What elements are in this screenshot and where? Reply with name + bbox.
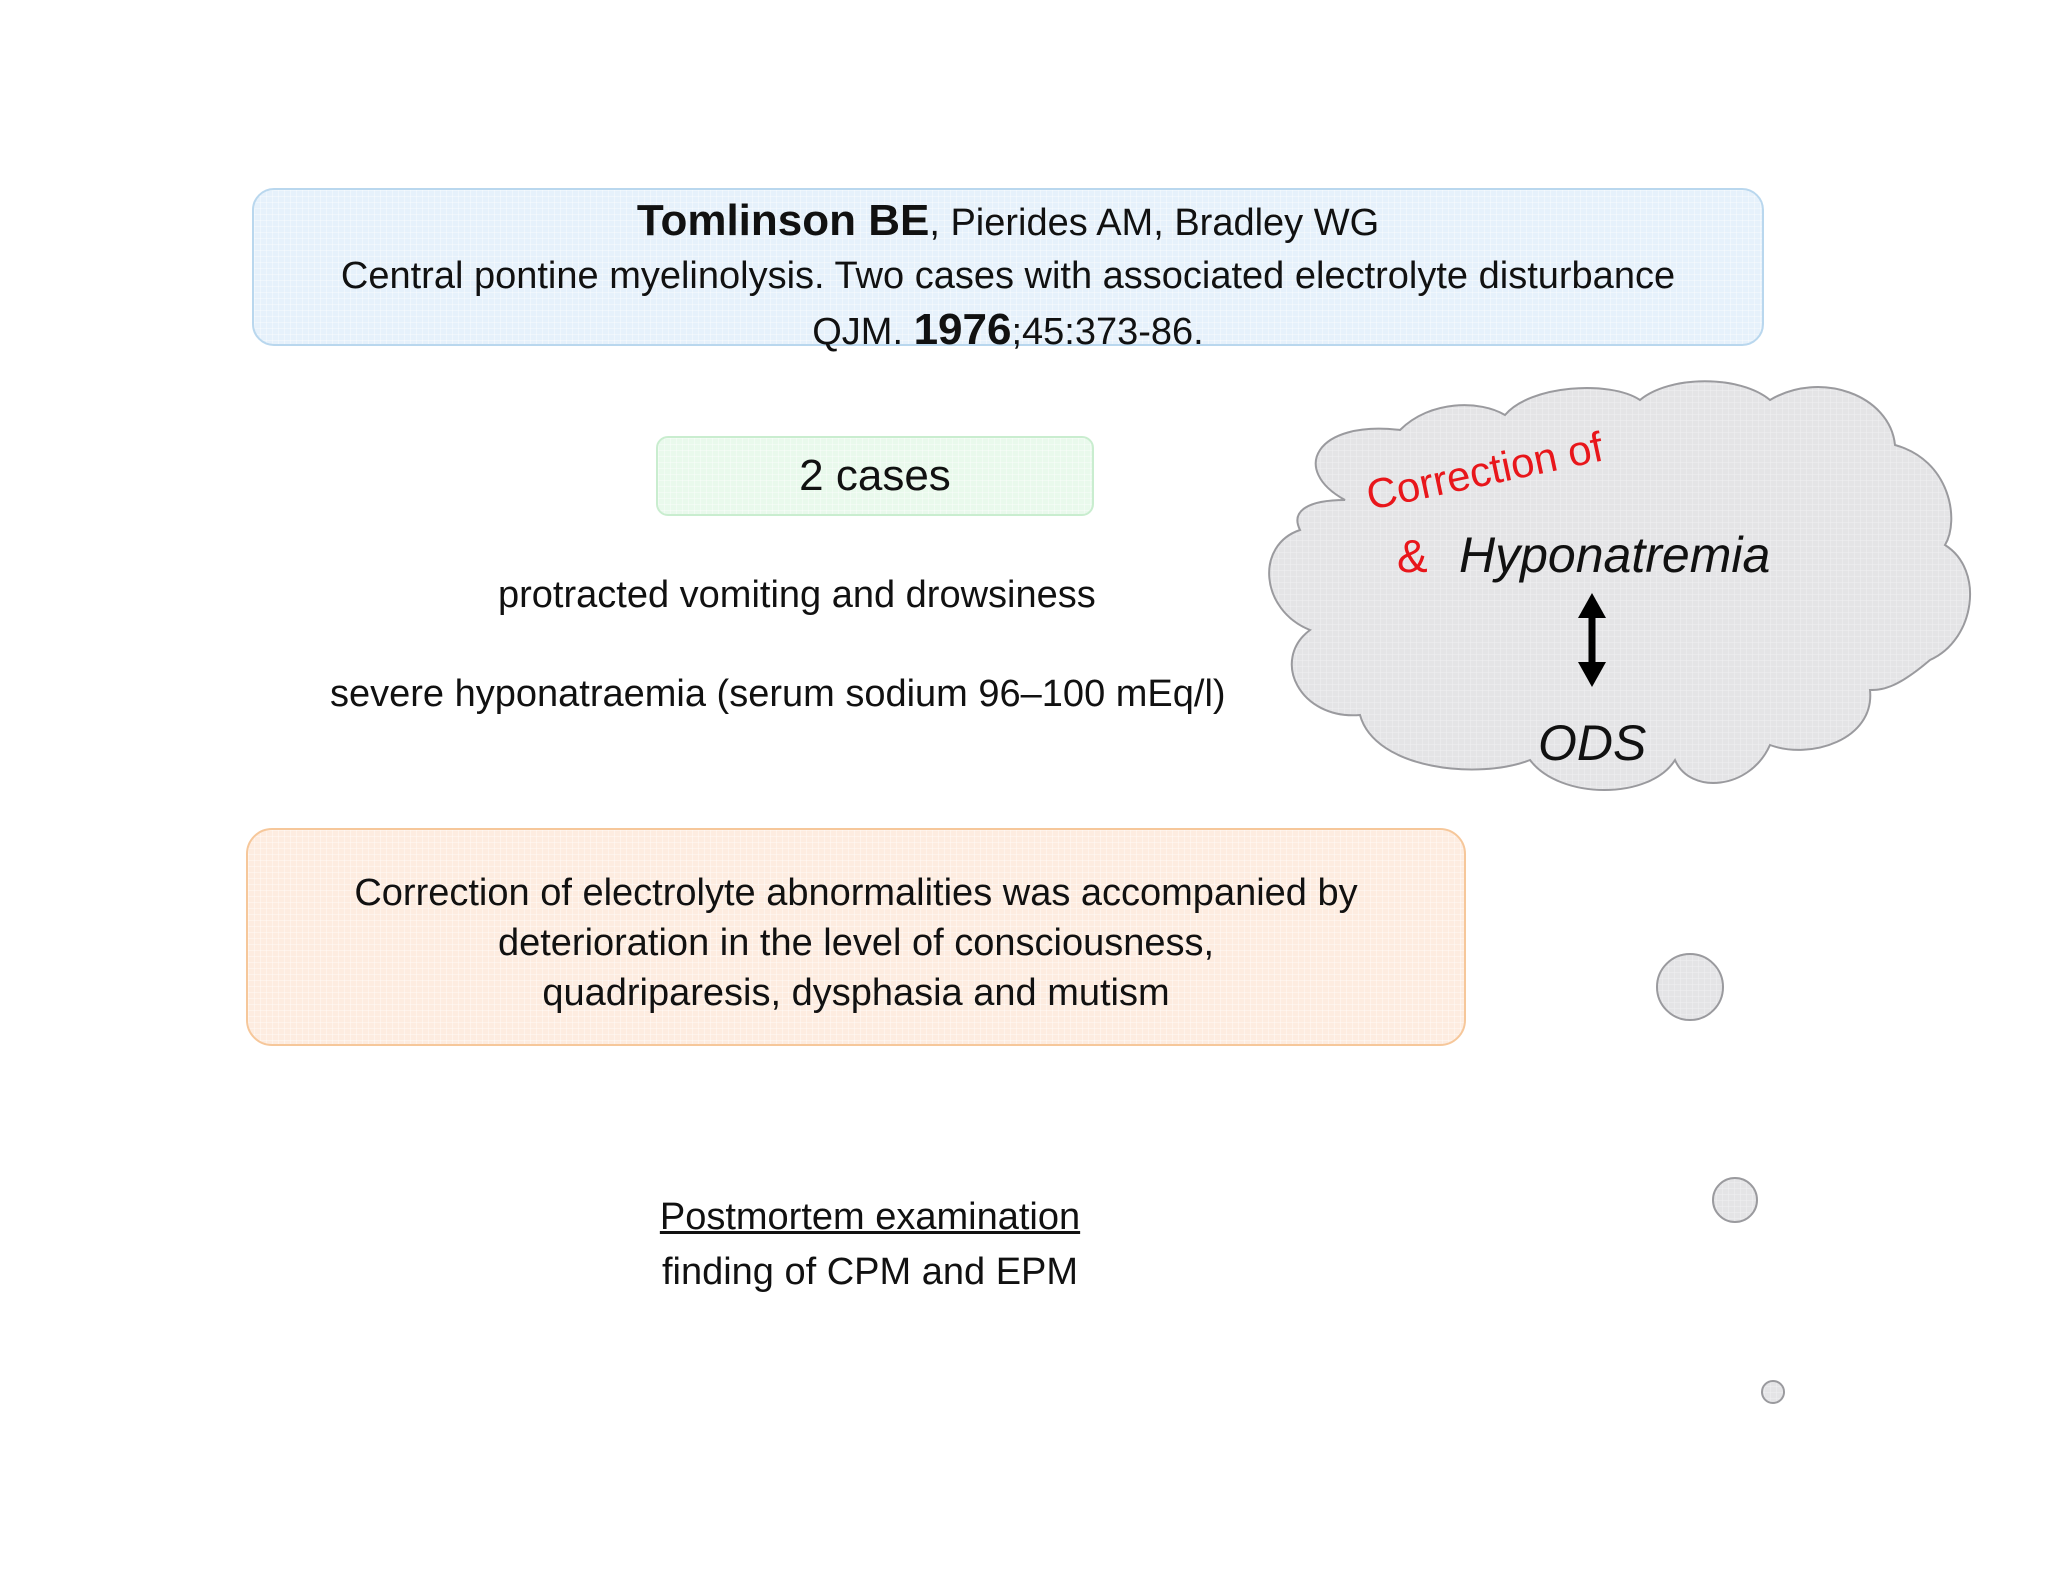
correction-line-1: Correction of electrolyte abnormalities … bbox=[354, 872, 1358, 914]
finding-hyponatraemia: severe hyponatraemia (serum sodium 96–10… bbox=[330, 673, 1226, 715]
double-vertical-arrow-icon bbox=[1578, 593, 1606, 687]
correction-line-2: deterioration in the level of consciousn… bbox=[497, 922, 1215, 964]
postmortem-section: Postmortem examination finding of CPM an… bbox=[600, 1190, 1140, 1300]
lead-author: Tomlinson BE bbox=[636, 196, 930, 245]
cases-box: 2 cases bbox=[656, 436, 1094, 516]
ods-label: ODS bbox=[1538, 715, 1646, 771]
postmortem-detail: finding of CPM and EPM bbox=[661, 1251, 1079, 1293]
citation-rest: ;45:373-86. bbox=[1011, 311, 1204, 353]
cloud-shape bbox=[1268, 380, 1971, 791]
hyponatremia-label: Hyponatremia bbox=[1459, 527, 1770, 583]
reference-authors: Tomlinson BE, Pierides AM, Bradley WG bbox=[254, 194, 1762, 250]
publication-year: 1976 bbox=[913, 305, 1012, 354]
reference-title: Central pontine myelinolysis. Two cases … bbox=[340, 255, 1676, 297]
thought-bubble-large bbox=[1656, 953, 1724, 1021]
other-authors: , Pierides AM, Bradley WG bbox=[929, 202, 1380, 244]
correction-line-3: quadriparesis, dysphasia and mutism bbox=[542, 972, 1170, 1014]
reference-citation: QJM. 1976;45:373-86. bbox=[254, 303, 1762, 359]
postmortem-heading: Postmortem examination bbox=[659, 1196, 1081, 1238]
reference-box: Tomlinson BE, Pierides AM, Bradley WG Ce… bbox=[252, 188, 1764, 354]
thought-bubble-small bbox=[1761, 1380, 1785, 1404]
correction-box: Correction of electrolyte abnormalities … bbox=[246, 828, 1466, 1046]
journal-name: QJM. bbox=[812, 311, 914, 353]
thought-bubble-medium bbox=[1712, 1177, 1758, 1223]
ampersand-label: & bbox=[1397, 530, 1428, 582]
finding-vomiting: protracted vomiting and drowsiness bbox=[498, 574, 1096, 616]
